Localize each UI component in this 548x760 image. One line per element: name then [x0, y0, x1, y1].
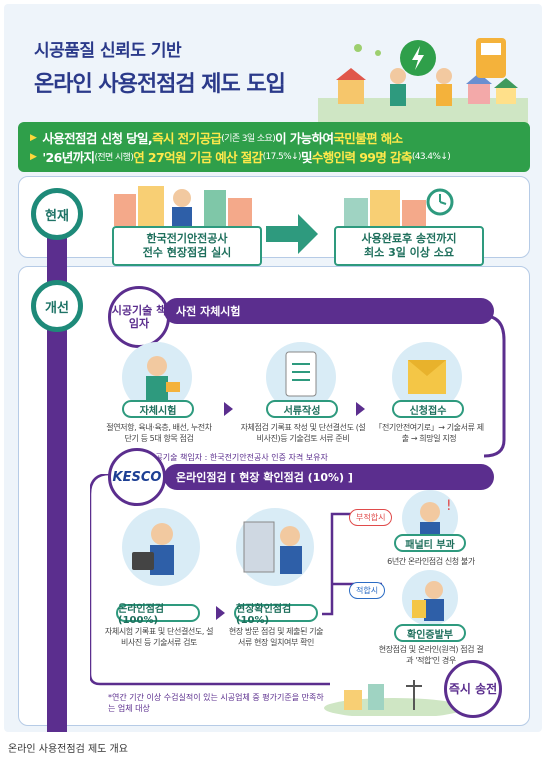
worker-icon	[146, 356, 180, 402]
city-illustration	[114, 186, 252, 226]
current-label: 현재	[31, 188, 83, 240]
self-test-bar: 사전 자체시험	[164, 298, 494, 324]
power-grid-illustration	[324, 680, 464, 716]
current-box2-line1: 사용완료후 송전까지	[361, 232, 457, 245]
figure-caption: 온라인 사용전점검 제도 개요	[8, 744, 128, 755]
current-box2-line2: 최소 3일 이상 소요	[364, 246, 454, 259]
summary-box: ▶ 사용전점검 신청 당일, 즉시 전기공급 (기존 3일 소요) 이 가능하여…	[18, 122, 530, 172]
tablet-worker-icon	[132, 523, 174, 575]
immediate-power-badge: 즉시 송전	[444, 660, 502, 718]
arrow-right-icon	[216, 606, 225, 620]
tech-manager-note: *시공기술 책임자 : 한국전기안전공사 인증 자격 보유자	[144, 453, 328, 462]
step-document-desc: 자체점검 기록표 작성 및 단선결선도 (설비사진)등 기술검토 서류 준비	[240, 423, 366, 443]
confirm-desc: 현장점검 및 온라인(원격) 점검 결과 '적합'인 경우	[378, 645, 484, 665]
arrow-right-icon	[266, 214, 318, 254]
step-online-desc: 자체시험 기록표 및 단선결선도, 설비사진 등 기술서류 검토	[104, 627, 214, 647]
online-check-bar: 온라인점검 [ 현장 확인점검 (10%) ]	[164, 464, 494, 490]
summary-small: (전면 시행)	[94, 153, 134, 163]
town-illustration	[344, 188, 454, 226]
bullet-icon: ▶	[30, 151, 37, 162]
envelope-icon	[408, 360, 446, 394]
summary-small: (43.4%↓)	[411, 151, 451, 162]
arrow-right-icon	[356, 402, 365, 416]
timeline-bar-lower	[47, 266, 67, 732]
clipboard-icon	[285, 351, 317, 397]
infographic-poster: 시공품질 신뢰도 기반 온라인 사용전점검 제도 도입 ▶ 사용전점검 신청 당…	[4, 4, 542, 732]
summary-small: (기존 3일 소요)	[221, 134, 276, 144]
step-online-title: 온라인점검(100%)	[116, 604, 200, 626]
summary-text: '26년까지	[42, 150, 95, 165]
footer-note: *연간 기간 이상 수검실적이 있는 시공업체 중 평가기준을 만족하는 업체 …	[108, 693, 324, 713]
title-line2: 온라인 사용전점검 제도 도입	[34, 72, 286, 97]
step-site-title: 현장확인점검(10%)	[234, 604, 318, 626]
summary-line2: ▶ '26년까지 (전면 시행) 연 27억원 기금 예산 절감 (17.5%↓…	[30, 147, 518, 166]
return-connector	[90, 474, 330, 686]
current-box1: 한국전기안전공사 전수 현장점검 실시	[112, 226, 262, 266]
penalty-desc: 6년간 온라인점검 신청 불가	[387, 557, 475, 566]
pass-tag: 적합시	[349, 582, 386, 599]
summary-text: 사용전점검 신청 당일,	[42, 131, 153, 146]
current-box1-line2: 전수 현장점검 실시	[142, 246, 232, 259]
hero-illustration	[318, 38, 528, 128]
arrow-right-icon	[224, 402, 233, 416]
step-application-desc: 「전기안전여기로」→ 기술서류 제출 → 희망일 지정	[374, 423, 484, 443]
bullet-icon: ▶	[30, 132, 37, 143]
summary-text: 및	[300, 150, 313, 165]
confirm-title: 확인증발부	[394, 624, 466, 642]
svg-text:!: !	[446, 498, 452, 514]
step-self-test-title: 자체시험	[122, 400, 194, 418]
summary-highlight: 국민불편 해소	[333, 131, 403, 146]
summary-text: 이 가능하여	[275, 131, 334, 146]
improve-label: 개선	[31, 280, 83, 332]
step-site-desc: 현장 방문 점검 및 제출된 기술서류 현장 일치여부 확인	[228, 627, 324, 647]
summary-line1: ▶ 사용전점검 신청 당일, 즉시 전기공급 (기존 3일 소요) 이 가능하여…	[30, 128, 518, 147]
step-application-title: 신청접수	[392, 400, 464, 418]
fail-tag: 부적합시	[349, 509, 393, 526]
current-box2: 사용완료후 송전까지 최소 3일 이상 소요	[334, 226, 484, 266]
flow-connector	[484, 314, 506, 458]
summary-highlight: 수행인력 99명 감축	[311, 150, 413, 165]
step-document-title: 서류작성	[266, 400, 338, 418]
summary-highlight: 연 27억원 기금 예산 절감	[133, 150, 263, 165]
title-line1: 시공품질 신뢰도 기반	[34, 41, 182, 61]
panel-worker-icon	[243, 521, 302, 574]
certificate-icon	[412, 581, 444, 621]
penalty-title: 패널티 부과	[394, 534, 466, 552]
kesco-logo: KESCO	[108, 448, 166, 506]
summary-small: (17.5%↓)	[262, 151, 302, 162]
step-self-test-desc: 절연저항, 육내·육층, 배선, 누전차단기 등 5대 항목 점검	[106, 423, 212, 443]
current-box1-line1: 한국전기안전공사	[146, 232, 228, 245]
summary-highlight: 즉시 전기공급	[152, 131, 222, 146]
tech-manager-badge: 시공기술 책임자	[108, 286, 170, 348]
